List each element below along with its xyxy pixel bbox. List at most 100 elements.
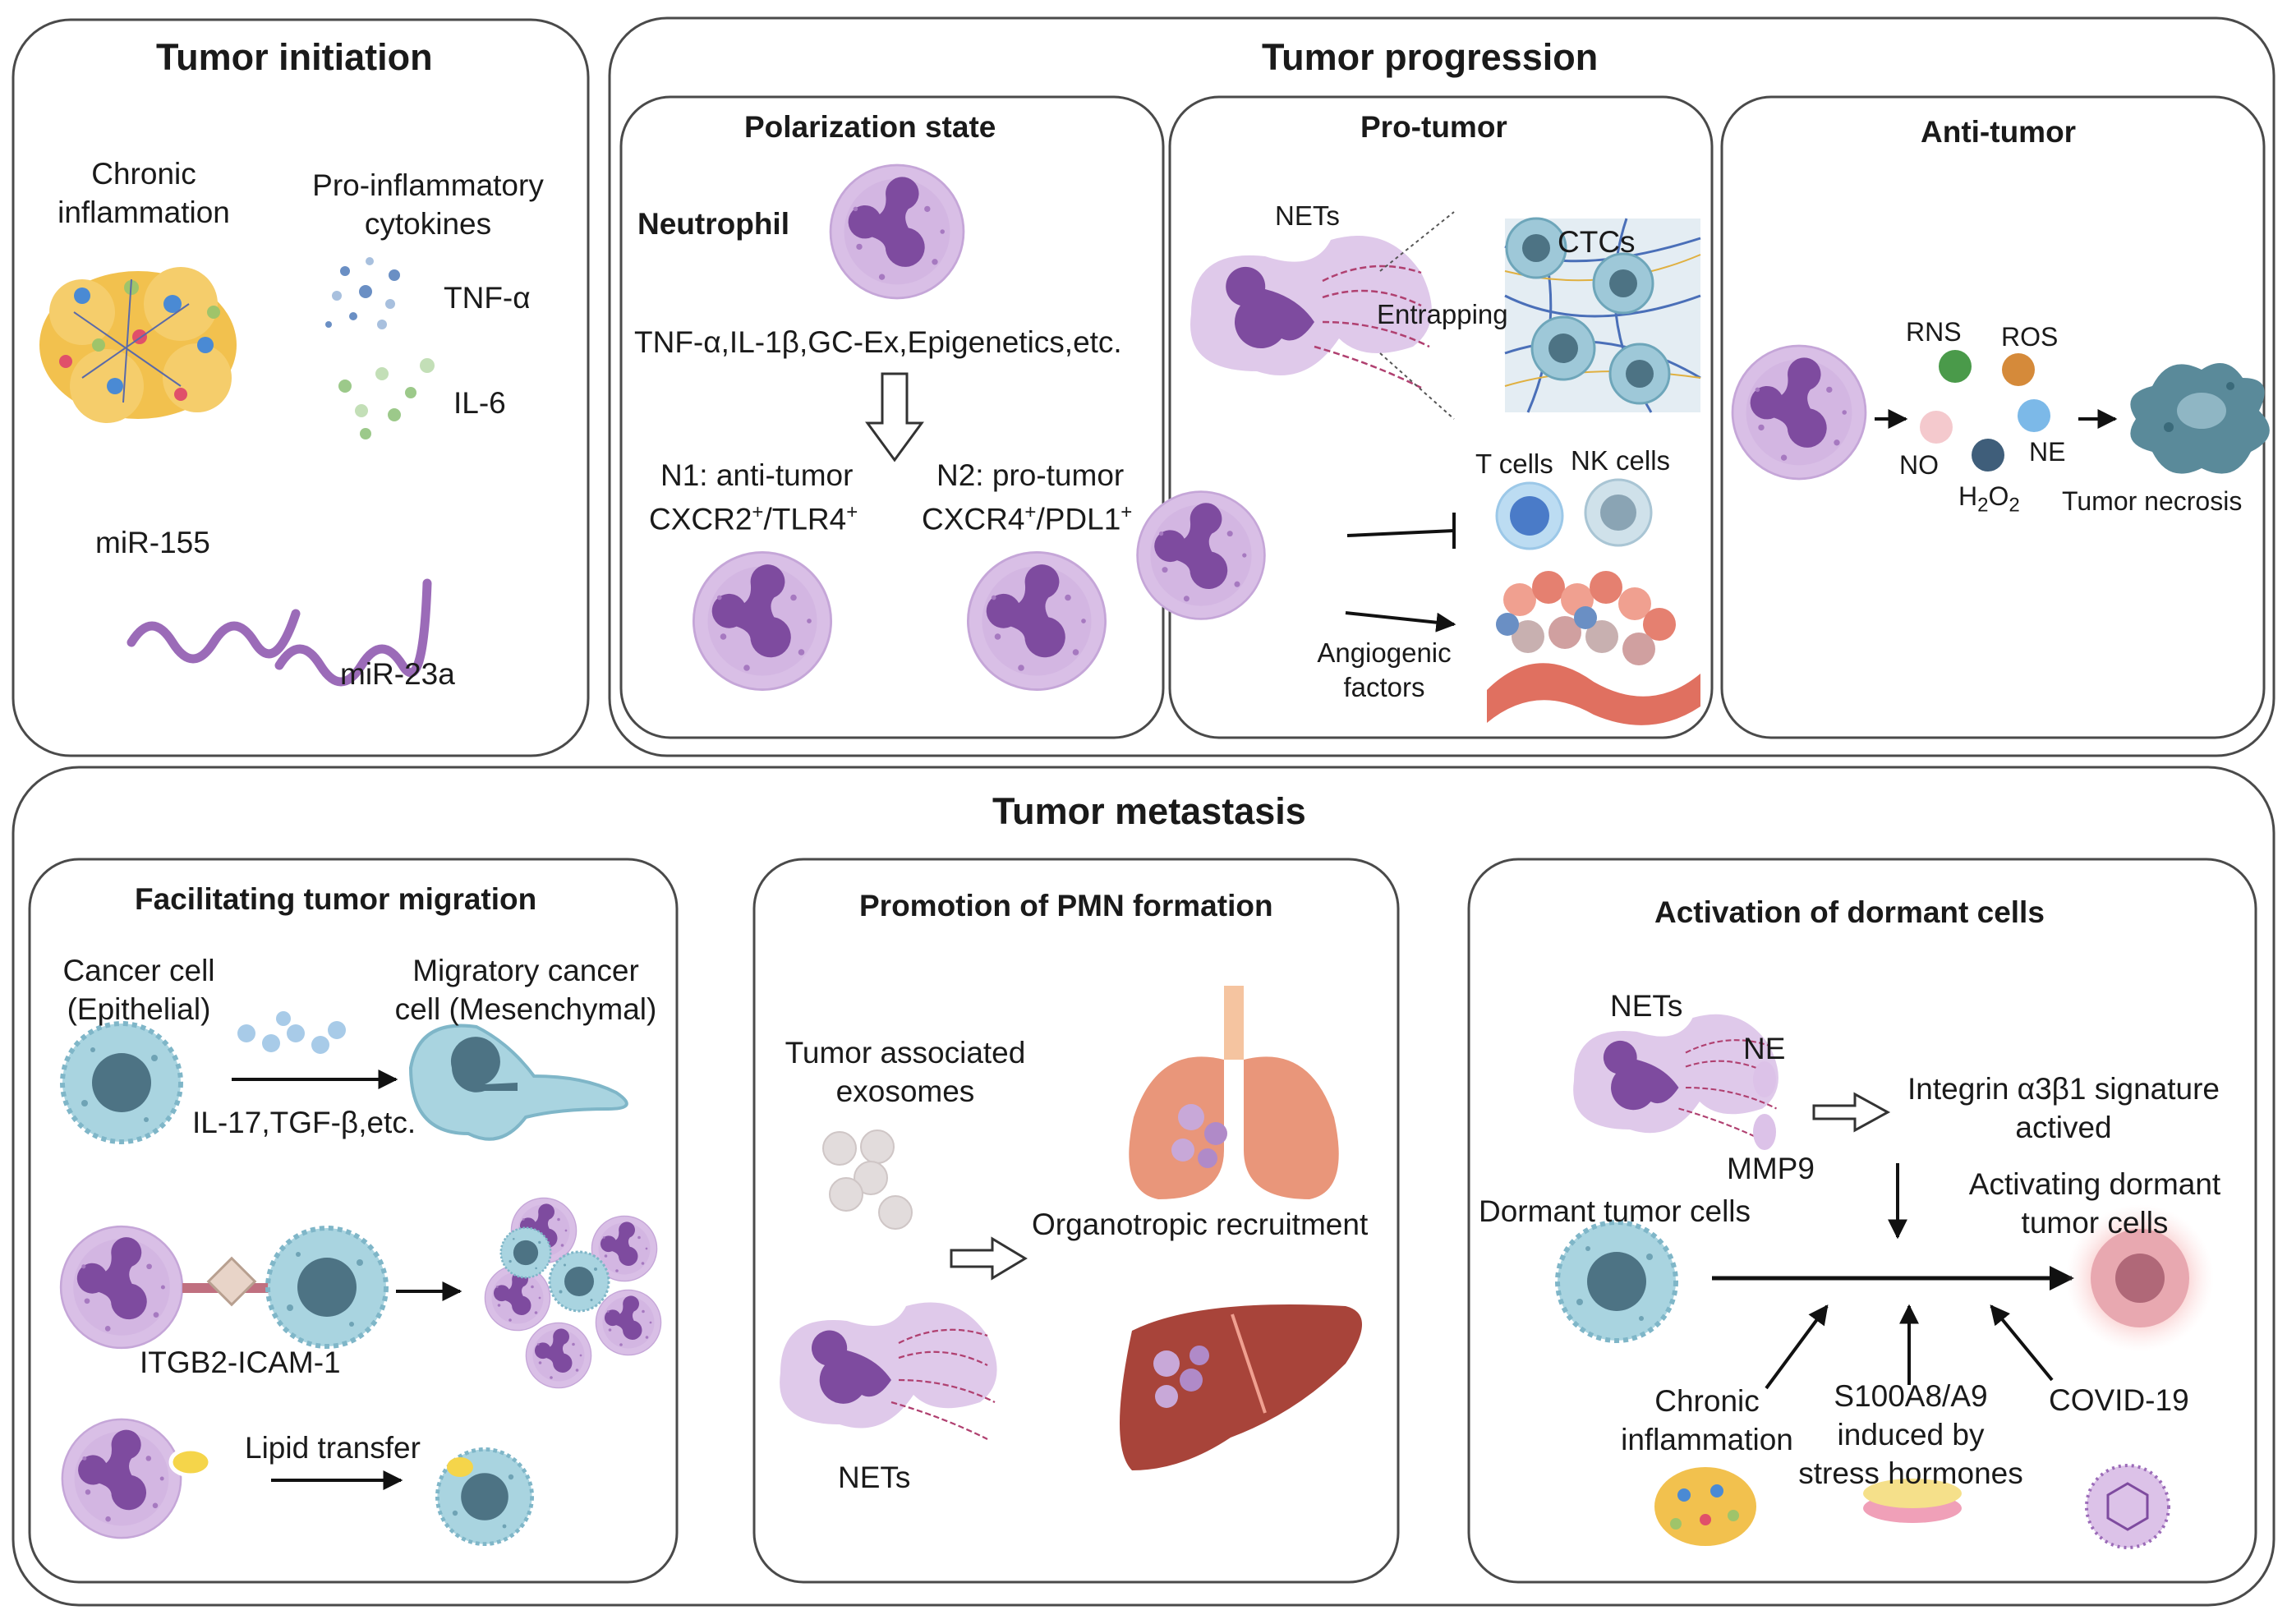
migration-title: Facilitating tumor migration	[135, 882, 537, 916]
pro-tumor-nets-label: NETs	[1275, 200, 1340, 231]
subpanel-pmn	[752, 858, 1400, 1584]
pmn-nets-icon	[778, 1301, 998, 1441]
metastasis-title: Tumor metastasis	[992, 790, 1306, 832]
nk-cell-icon	[1584, 478, 1653, 547]
covid-virus-icon	[2085, 1464, 2170, 1549]
polarization-factors: TNF-α,IL-1β,GC-Ex,Epigenetics,etc.	[634, 325, 1122, 359]
inhibition-line	[1346, 529, 1455, 537]
dormant-tumor-cell-icon	[1558, 1222, 1676, 1341]
n2-markers: CXCR4+/PDL1+	[922, 501, 1133, 536]
ne-label: NE	[2029, 437, 2066, 467]
tumor-necrosis-label: Tumor necrosis	[2062, 486, 2243, 516]
transferred-lipid-icon	[447, 1457, 473, 1477]
lipid-transfer-label: Lipid transfer	[245, 1431, 421, 1465]
angiogenesis-arrow	[1345, 611, 1456, 633]
no-dot	[1920, 411, 1953, 444]
chronic-arrow	[1765, 1304, 1829, 1390]
exosomes-label: Tumor associated exosomes	[785, 1036, 1026, 1108]
n1-markers: CXCR2+/TLR4+	[649, 501, 858, 536]
angiogenic-label: Angiogenic factors	[1317, 637, 1452, 702]
itgb2-label: ITGB2-ICAM-1	[140, 1346, 341, 1379]
ros-dot	[2002, 353, 2035, 386]
dormant-cells-label: Dormant tumor cells	[1479, 1194, 1751, 1228]
dormant-nets-label: NETs	[1610, 989, 1683, 1023]
t-cells-label: T cells	[1475, 449, 1553, 479]
chronic-inflammation-cluster-icon	[39, 267, 237, 423]
entrapping-label: Entrapping	[1377, 299, 1508, 329]
exosomes-icon	[822, 1129, 913, 1230]
integrin-arrow-icon	[1812, 1092, 1891, 1133]
mir23a-label: miR-23a	[340, 657, 455, 691]
linker-diamond-icon	[206, 1256, 257, 1307]
subpanel-dormant	[1467, 858, 2257, 1584]
adhesion-tumor-cell-icon	[268, 1228, 386, 1346]
activated-nucleus	[2115, 1254, 2165, 1303]
no-label: NO	[1899, 450, 1939, 480]
subpanel-polarization	[619, 95, 1165, 739]
anti-tumor-title: Anti-tumor	[1921, 115, 2077, 149]
neutrophil-label: Neutrophil	[637, 207, 789, 241]
cancer-cell-label: Cancer cell (Epithelial)	[62, 954, 215, 1026]
lung-icon	[1129, 986, 1339, 1199]
neutrophil-immune-icon	[1136, 490, 1266, 620]
mesenchymal-cancer-cell-icon	[408, 1024, 628, 1141]
panel-tumor-progression	[608, 16, 2275, 757]
cytokine-dots-icon	[237, 1011, 346, 1054]
tumor-neutrophil-cluster-icon	[484, 1197, 662, 1389]
neutrophil-icon	[829, 163, 965, 300]
il6-particles-icon	[338, 358, 435, 439]
covid-label: COVID-19	[2049, 1383, 2189, 1417]
chronic-inflammation-label: Chronic inflammation	[58, 157, 230, 229]
ros-label: ROS	[2001, 322, 2059, 352]
panel-tumor-metastasis	[12, 766, 2275, 1607]
neutrophil-adhesion-icon	[59, 1225, 184, 1350]
ctcs-entrapped-icon	[1504, 217, 1701, 413]
anti-tumor-neutrophil-icon	[1731, 344, 1867, 481]
mir23a-rna-icon	[274, 578, 432, 687]
ne-droplet-icon	[1753, 1061, 1776, 1097]
integrin-label: Integrin α3β1 signature actived	[1907, 1072, 2220, 1144]
h2o2-label: H2O2	[1958, 481, 2020, 517]
mmp9-label: MMP9	[1727, 1152, 1815, 1185]
epithelial-cancer-cell-icon	[62, 1024, 181, 1142]
covid-arrow	[1990, 1304, 2054, 1382]
stress-hormone-pill-icon	[1863, 1479, 1962, 1523]
chronic-inflammation-small-icon	[1654, 1467, 1756, 1546]
dormant-ne-label: NE	[1743, 1032, 1786, 1065]
pro-tumor-title: Pro-tumor	[1360, 110, 1507, 144]
il17-label: IL-17,TGF-β,etc.	[192, 1106, 416, 1139]
mir155-label: miR-155	[95, 526, 210, 559]
n2-title: N2: pro-tumor	[936, 458, 1125, 492]
il6-label: IL-6	[453, 386, 506, 420]
ctcs-label: CTCs	[1558, 225, 1636, 259]
initiation-title: Tumor initiation	[156, 36, 433, 78]
chronic-inflammation-dormant-label: Chronic inflammation	[1621, 1384, 1793, 1456]
n1-title: N1: anti-tumor	[660, 458, 854, 492]
down-arrow-icon	[865, 372, 924, 462]
subpanel-pro-tumor	[1168, 95, 1714, 739]
organotropic-label: Organotropic recruitment	[1032, 1208, 1369, 1241]
rns-dot	[1939, 350, 1972, 383]
s100-label: S100A8/A9 induced by stress hormones	[1798, 1379, 2023, 1490]
tumor-necrosis-icon	[2130, 363, 2270, 474]
pmn-nets-label: NETs	[838, 1461, 911, 1494]
mir155-rna-icon	[127, 609, 301, 664]
panel-tumor-initiation	[12, 18, 590, 757]
n2-neutrophil-icon	[966, 550, 1107, 692]
n1-neutrophil-icon	[692, 550, 833, 692]
lipid-neutrophil-icon	[61, 1418, 182, 1539]
rns-label: RNS	[1906, 317, 1962, 347]
h2o2-dot	[1972, 439, 2004, 472]
lipid-droplet-icon	[168, 1447, 213, 1478]
tumor-vessel-icon	[1487, 571, 1700, 725]
dormant-title: Activation of dormant cells	[1654, 895, 2045, 929]
polarization-title: Polarization state	[744, 110, 996, 144]
mmp9-droplet-icon	[1753, 1114, 1776, 1150]
liver-icon	[1120, 1304, 1362, 1470]
organotropic-arrow-icon	[950, 1236, 1028, 1281]
pro-inflammatory-label: Pro-inflammatory cytokines	[312, 168, 544, 241]
activating-label: Activating dormant tumor cells	[1968, 1167, 2221, 1240]
tnf-alpha-label: TNF-α	[444, 281, 531, 315]
tnf-alpha-particles-icon	[325, 257, 400, 329]
